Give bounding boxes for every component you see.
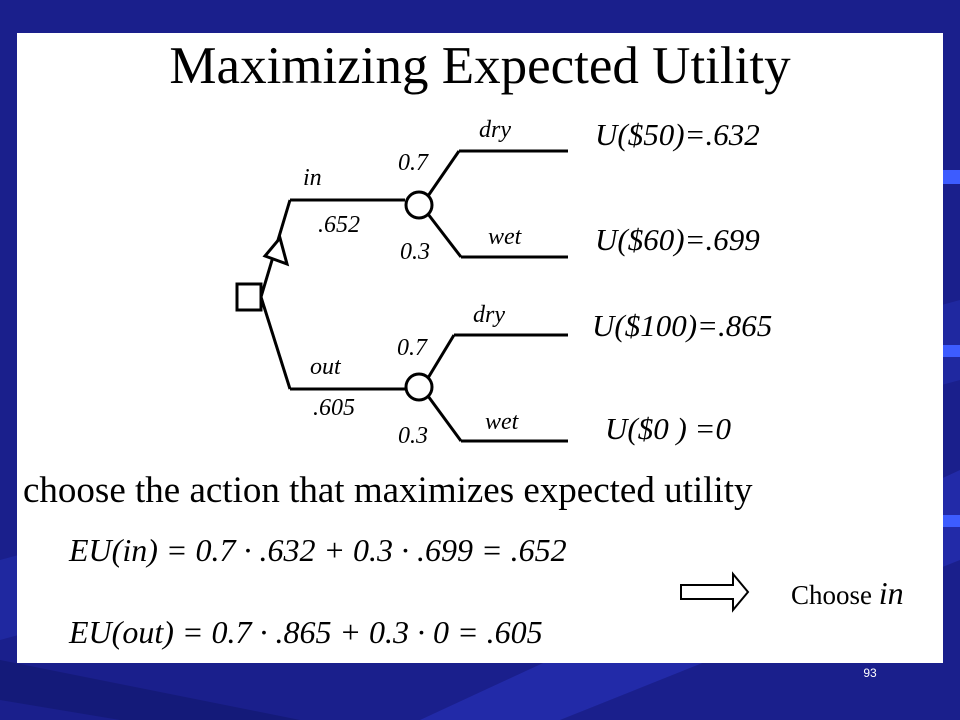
in-branch-arrow-icon: [262, 234, 290, 267]
branch-in-value: .652: [318, 212, 360, 238]
utility-in-dry: U($50)=.632: [595, 117, 760, 152]
prob-out-dry: 0.7: [397, 335, 428, 361]
prob-in-dry: 0.7: [398, 150, 429, 176]
page-number: 93: [863, 666, 877, 680]
utility-out-wet: U($0 ) =0: [605, 411, 731, 446]
outcome-in-dry-label: dry: [479, 117, 511, 143]
utility-out-dry: U($100)=.865: [592, 308, 772, 343]
branch-in-label: in: [303, 165, 322, 191]
chance-node-in: [404, 190, 434, 220]
equation-eu-in: EU(in) = 0.7 · .632 + 0.3 · .699 = .652: [69, 532, 567, 568]
slide-subtitle: choose the action that maximizes expecte…: [23, 470, 753, 511]
prob-out-wet: 0.3: [398, 423, 428, 449]
outcome-out-dry-label: dry: [473, 302, 505, 328]
outcome-out-wet-label: wet: [485, 409, 520, 435]
choose-arrow-icon: [680, 571, 750, 613]
chance-node-out: [404, 372, 434, 402]
slide-title: Maximizing Expected Utility: [169, 37, 791, 95]
branch-out-label: out: [310, 354, 342, 380]
utility-in-wet: U($60)=.699: [595, 222, 760, 257]
outcome-in-wet-label: wet: [488, 224, 523, 250]
equation-eu-out: EU(out) = 0.7 · .865 + 0.3 · 0 = .605: [69, 614, 543, 650]
decision-prefix: Choose: [791, 580, 879, 610]
slide-canvas: Maximizing Expected Utility in .652 out …: [17, 33, 943, 663]
prob-in-wet: 0.3: [400, 239, 430, 265]
decision-choice-value: in: [878, 575, 904, 611]
decision-tree: in .652 out .605 0.7 dry U($50)=.632 0.3…: [235, 117, 772, 613]
decision-node: [235, 282, 263, 312]
decision-choice: Choose in: [791, 575, 904, 611]
branch-out-value: .605: [313, 395, 355, 421]
